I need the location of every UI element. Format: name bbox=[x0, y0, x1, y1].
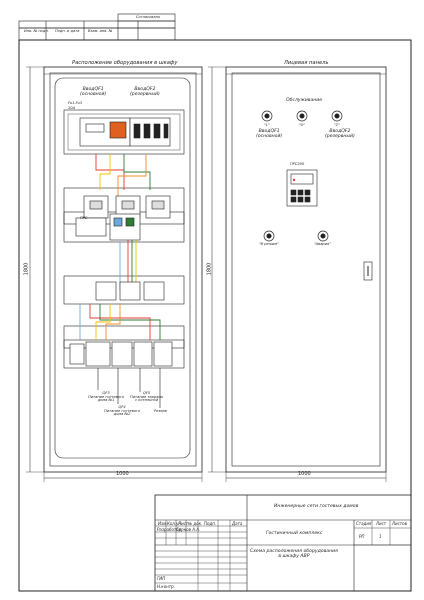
tb-stage: РП bbox=[359, 534, 365, 539]
cabinet-height-dim: 1800 bbox=[23, 262, 30, 276]
wiring bbox=[79, 154, 161, 408]
front-panel-title: Лицевая панель bbox=[284, 60, 329, 66]
tb-col-doc: № док. bbox=[188, 520, 203, 526]
tb-drawing-title: Схема расположения оборудования в шкафу … bbox=[250, 549, 338, 559]
indicator-0-label: "0" bbox=[299, 123, 305, 127]
main-breaker-block bbox=[79, 117, 171, 147]
relay-modules-2 bbox=[95, 281, 165, 301]
tb-object: Гостиничный комплекс bbox=[266, 531, 323, 536]
title-block bbox=[154, 494, 412, 592]
relay-tag: ПРС bbox=[80, 216, 88, 220]
stamp-cell-1: Инв. № подл. bbox=[24, 29, 49, 33]
fuse-rating: 10А bbox=[68, 106, 76, 110]
tb-project: Инженерные сети гостевых домов bbox=[274, 504, 359, 509]
front-breaker1-label: ВводQF1 (основной) bbox=[256, 129, 283, 139]
indicator-2-label: "2" bbox=[334, 123, 340, 127]
stamp-cell-2: Подп. и дата bbox=[55, 29, 80, 33]
top-stamp bbox=[18, 13, 176, 41]
qf4-label: QF4 Питание гостевого дома №2 bbox=[104, 405, 141, 417]
tb-sheet: 1 bbox=[379, 534, 382, 539]
tb-row-author: Разработал bbox=[157, 527, 182, 532]
tb-col-izm: Изм. bbox=[158, 520, 168, 526]
tb-col-list: Лист bbox=[178, 520, 189, 526]
alarm-label: "Авария" bbox=[314, 242, 331, 246]
tb-col-koluch: Кол.уч bbox=[167, 520, 181, 526]
breaker-handle bbox=[109, 121, 127, 139]
cabinet-title: Расположение оборудования в шкафу bbox=[72, 60, 178, 66]
contactor bbox=[75, 213, 141, 241]
indicator-1-label: "1" bbox=[264, 123, 270, 127]
cabinet-layout bbox=[26, 66, 203, 482]
approval-title: Согласовано bbox=[136, 14, 161, 19]
service-label: Обслуживание bbox=[286, 98, 323, 103]
fuse-label: Fu1.Fu3 bbox=[68, 101, 83, 105]
tb-col-date: Дата bbox=[232, 520, 243, 526]
cabinet-width-dim: 1000 bbox=[116, 471, 129, 477]
cabinet-breaker1-label: ВводQF1 (основной) bbox=[80, 87, 107, 97]
qf5-label: QF5 Питание террасы с котельной bbox=[130, 391, 164, 403]
front-height-dim: 1800 bbox=[206, 262, 213, 276]
controller-prs200 bbox=[286, 169, 318, 207]
reserve-label: Резерв bbox=[154, 409, 167, 413]
tb-stage-hdr: Стадия bbox=[356, 521, 372, 526]
tb-col-sign: Подп. bbox=[204, 520, 217, 526]
auto-mode-label: "В режим" bbox=[259, 242, 279, 246]
relay-modules bbox=[83, 195, 171, 219]
tb-row-nkontr: Н.контр. bbox=[157, 584, 175, 589]
tb-sheets-hdr: Листов bbox=[392, 521, 407, 526]
stamp-cell-3: Взам. инв. № bbox=[88, 29, 113, 33]
qf3-label: QF3 Питание гостевого дома №1 bbox=[88, 391, 125, 403]
front-width-dim: 1000 bbox=[298, 471, 311, 477]
front-panel bbox=[208, 66, 387, 482]
tb-author-name: Сурков А.А. bbox=[176, 527, 201, 532]
cabinet-breaker2-label: ВводQF2 (резервный) bbox=[130, 87, 160, 97]
controller-label: ПРС200 bbox=[290, 162, 305, 166]
outgoing-breakers bbox=[69, 341, 173, 367]
tb-sheet-hdr: Лист bbox=[376, 521, 387, 526]
indicator-lamps bbox=[261, 110, 343, 242]
tb-row-gip: ГИП bbox=[157, 576, 166, 581]
front-breaker2-label: ВводQF2 (резервный) bbox=[325, 129, 355, 139]
